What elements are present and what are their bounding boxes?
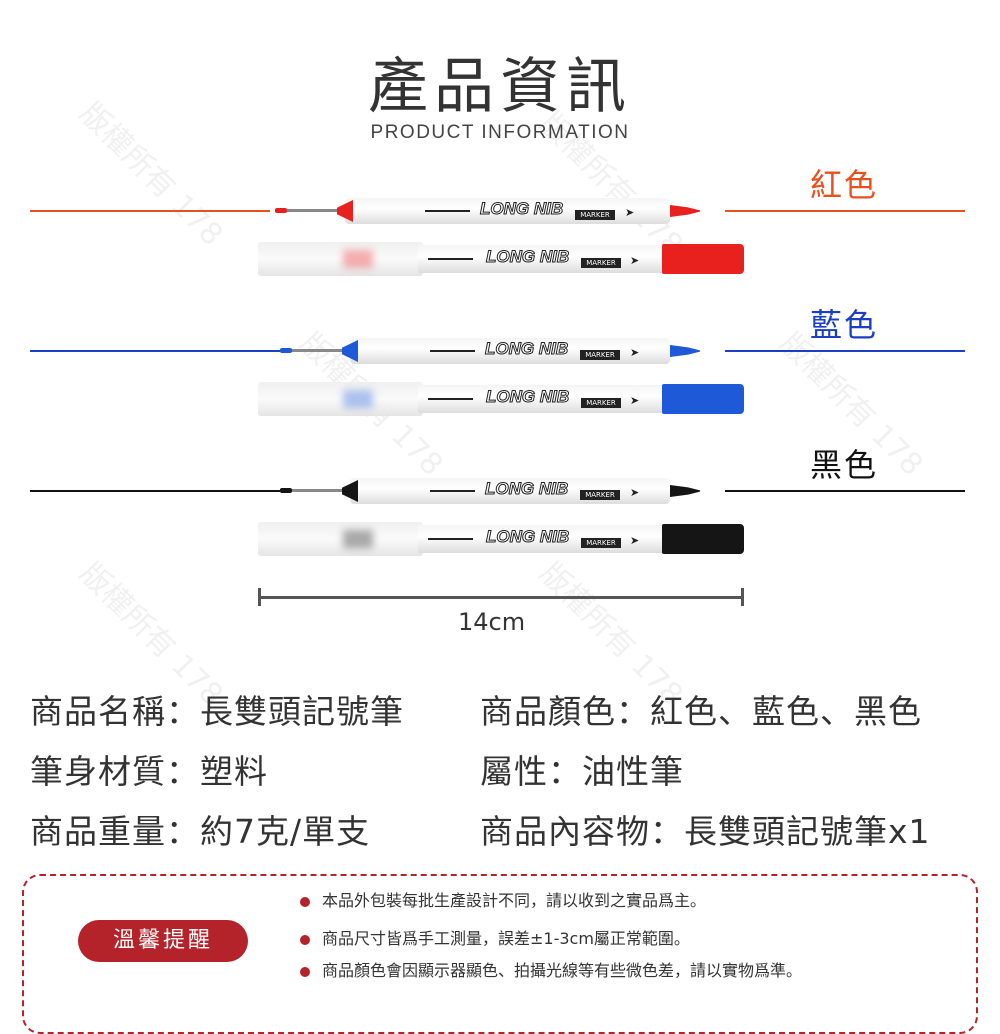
bullet-icon (300, 966, 310, 977)
notice-item: 商品顏色會因顯示器顯色、拍攝光線等有些微色差，請以實物爲準。 (300, 957, 802, 981)
brand-text: LONG NIB (485, 387, 570, 407)
brand-subtext: MARKER (581, 538, 621, 548)
black-ink-line-right (725, 490, 965, 492)
notice-item: 商品尺寸皆爲手工測量，誤差±1-3cm屬正常範圍。 (300, 925, 690, 949)
brand-text: LONG NIB (485, 247, 570, 267)
spec-contents: 商品內容物：長雙頭記號筆x1 (480, 812, 931, 851)
color-label-blue: 藍色 (810, 306, 879, 344)
color-label-red: 紅色 (810, 166, 879, 204)
brand-subtext: MARKER (580, 490, 620, 500)
bullet-icon (300, 934, 310, 945)
red-ink-line-left (30, 210, 270, 212)
brand-text: LONG NIB (484, 479, 569, 499)
brand-subtext: MARKER (581, 398, 621, 408)
brand-subtext: MARKER (575, 210, 615, 220)
ruler-label: 14cm (458, 608, 526, 636)
bullet-icon (300, 896, 310, 907)
blue-ink-line-right (725, 350, 965, 352)
spec-colors: 商品顏色：紅色、藍色、黑色 (480, 692, 922, 731)
color-label-black: 黑色 (810, 446, 879, 484)
length-ruler (258, 588, 744, 606)
notice-badge: 溫馨提醒 (78, 920, 248, 962)
spec-material: 筆身材質：塑料 (30, 752, 268, 791)
black-ink-line-left (30, 490, 280, 492)
brand-subtext: MARKER (581, 258, 621, 268)
page-subtitle: PRODUCT INFORMATION (370, 122, 630, 143)
brand-subtext: MARKER (580, 350, 620, 360)
spec-name: 商品名稱：長雙頭記號筆 (30, 692, 404, 731)
spec-weight: 商品重量：約7克/單支 (30, 812, 371, 851)
blue-ink-line-left (30, 350, 280, 352)
brand-text: LONG NIB (484, 339, 569, 359)
brand-text: LONG NIB (485, 527, 570, 547)
spec-property: 屬性：油性筆 (480, 752, 684, 791)
page-title: 產品資訊 (368, 52, 632, 122)
brand-text: LONG NIB (479, 199, 564, 219)
notice-item: 本品外包裝每批生產設計不同，請以收到之實品爲主。 (300, 887, 706, 911)
red-ink-line-right (725, 210, 965, 212)
